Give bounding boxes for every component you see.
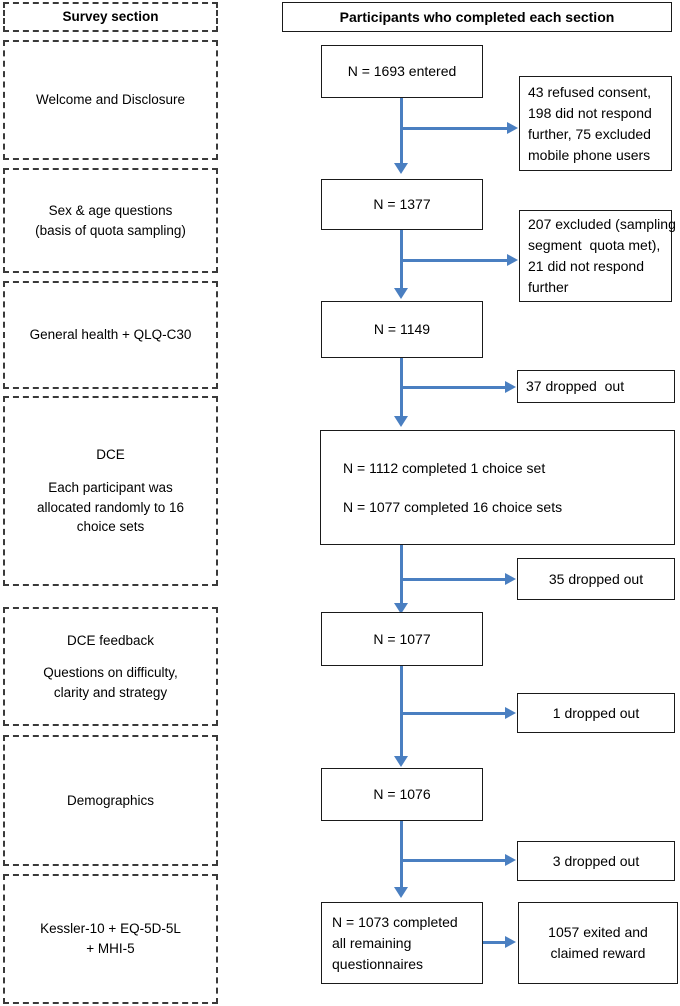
survey-section-line: Demographics [66, 792, 155, 808]
flow-header: Participants who completed each section [282, 2, 672, 32]
flow-node-dropped-1: 1 dropped out [517, 693, 675, 733]
survey-section-line: General health + QLQ-C30 [29, 327, 192, 343]
connector-horizontal [402, 259, 509, 262]
connector-vertical [400, 666, 403, 758]
flow-node-line: 35 dropped out [548, 570, 644, 587]
survey-section-header-label: Survey section [62, 9, 159, 25]
flow-node-line: N = 1076 [373, 786, 431, 802]
survey-section-dce: DCE Each participant was allocated rando… [3, 396, 218, 586]
connector-horizontal [402, 859, 507, 862]
flow-node-dropped-35: 35 dropped out [517, 558, 675, 600]
survey-section-line: Sex & age questions [48, 202, 173, 218]
survey-section-line: clarity and strategy [53, 684, 168, 700]
arrow-head-down [394, 288, 408, 299]
flow-node-line: 43 refused consent, [528, 83, 651, 100]
survey-section-line: Welcome and Disclosure [35, 92, 186, 108]
connector-vertical [400, 98, 403, 165]
connector-vertical [400, 545, 403, 605]
survey-section-line: allocated randomly to 16 [36, 499, 185, 515]
flow-node-excluded-2: 207 excluded (sampling segment quota met… [519, 210, 676, 302]
survey-section-line: (basis of quota sampling) [35, 222, 186, 238]
flow-node-dropped-37: 37 dropped out [517, 370, 675, 403]
flow-node-line: 3 dropped out [552, 852, 640, 869]
flow-node-n1149: N = 1149 [321, 301, 483, 358]
connector-horizontal [402, 712, 507, 715]
flow-node-line: segment quota met), [528, 237, 661, 253]
survey-section-header: Survey section [3, 2, 218, 32]
flow-node-line: N = 1073 completed [332, 913, 458, 930]
flow-node-n1073: N = 1073 completed all remaining questio… [321, 902, 483, 984]
flow-node-line: further [528, 279, 569, 295]
flow-header-label: Participants who completed each section [339, 8, 615, 25]
connector-horizontal [483, 941, 507, 944]
flow-node-n1693: N = 1693 entered [321, 45, 483, 98]
arrow-head-right [505, 381, 516, 393]
arrow-head-right [505, 854, 516, 866]
flow-node-line: further, 75 excluded [528, 125, 651, 142]
flow-node-line: 1057 exited and [548, 924, 648, 940]
survey-section-line: Each participant was [48, 479, 173, 495]
survey-section-sex-age: Sex & age questions (basis of quota samp… [3, 168, 218, 273]
arrow-head-right [505, 936, 516, 948]
arrow-head-down [394, 756, 408, 767]
flow-node-line: N = 1112 completed 1 choice set [343, 459, 546, 476]
flow-node-n1112: N = 1112 completed 1 choice set N = 1077… [320, 430, 675, 545]
survey-section-line: choice sets [76, 519, 145, 535]
flow-node-line: 37 dropped out [526, 378, 625, 394]
survey-section-line: Questions on difficulty, [43, 665, 178, 681]
flow-node-line: all remaining [332, 934, 412, 951]
arrow-head-right [505, 707, 516, 719]
arrow-head-right [507, 254, 518, 266]
survey-section-demographics: Demographics [3, 735, 218, 866]
flow-node-n1377: N = 1377 [321, 179, 483, 230]
flow-node-line: mobile phone users [528, 146, 651, 163]
flow-node-line: 198 did not respond [528, 104, 652, 121]
arrow-head-down [394, 603, 408, 614]
survey-section-kessler: Kessler-10 + EQ-5D-5L + MHI-5 [3, 874, 218, 1004]
arrow-head-down [394, 887, 408, 898]
arrow-head-right [505, 573, 516, 585]
connector-horizontal [402, 386, 507, 389]
arrow-head-down [394, 163, 408, 174]
connector-vertical [400, 358, 403, 418]
flow-node-dropped-3: 3 dropped out [517, 841, 675, 881]
survey-section-line: + MHI-5 [86, 941, 135, 956]
connector-horizontal [402, 578, 507, 581]
survey-section-general-health: General health + QLQ-C30 [3, 281, 218, 389]
survey-section-line: DCE [96, 447, 125, 463]
flow-node-line: questionnaires [332, 955, 424, 972]
arrow-head-down [394, 416, 408, 427]
flow-node-line: 21 did not respond [528, 258, 644, 274]
flow-node-line: N = 1377 [373, 196, 431, 212]
survey-section-line: Kessler-10 + EQ-5D-5L [40, 921, 181, 937]
flow-node-line: N = 1077 completed 16 choice sets [343, 498, 563, 515]
flow-node-exited-1057: 1057 exited and claimed reward [518, 902, 678, 984]
flow-node-line: N = 1077 [373, 630, 431, 647]
connector-vertical [400, 230, 403, 290]
arrow-head-right [507, 122, 518, 134]
flow-node-n1076: N = 1076 [321, 768, 483, 821]
survey-section-welcome: Welcome and Disclosure [3, 40, 218, 160]
flow-node-line: claimed reward [550, 945, 646, 961]
connector-horizontal [402, 127, 509, 130]
survey-section-dce-feedback: DCE feedback Questions on difficulty, cl… [3, 607, 218, 726]
flow-node-line: N = 1693 entered [347, 63, 457, 79]
flow-node-line: N = 1149 [373, 321, 431, 337]
flow-node-n1077: N = 1077 [321, 612, 483, 666]
flow-node-excluded-1: 43 refused consent, 198 did not respond … [519, 76, 672, 171]
flow-node-line: 1 dropped out [552, 704, 640, 721]
flow-node-line: 207 excluded (sampling [528, 216, 676, 232]
connector-vertical [400, 821, 403, 889]
survey-section-line: DCE feedback [66, 632, 155, 648]
